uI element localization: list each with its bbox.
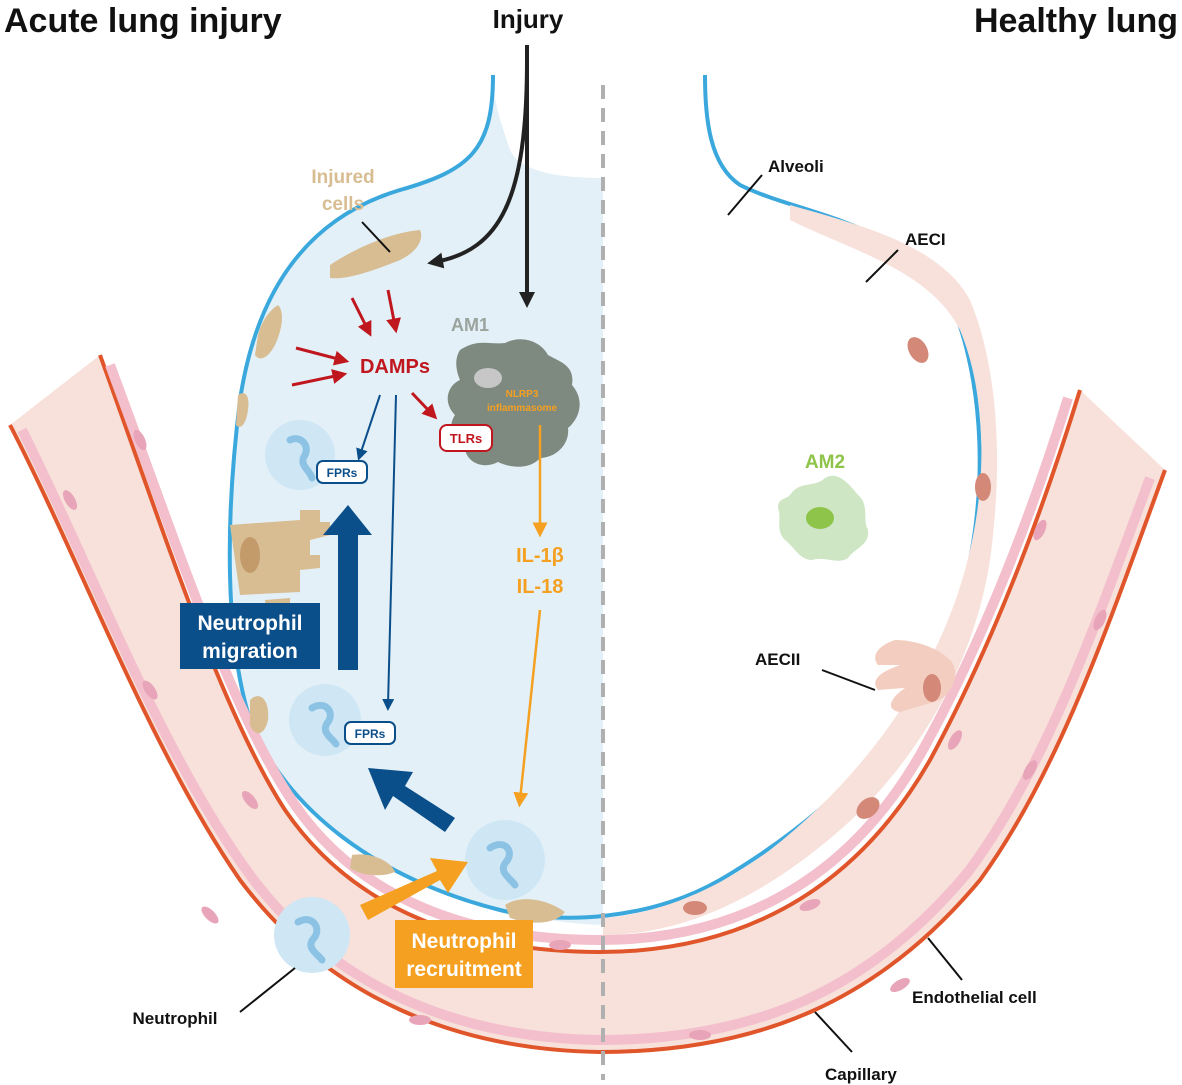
damps-arrows [291, 289, 438, 420]
title-healthy-lung: Healthy lung [974, 2, 1178, 40]
tlrs-label: TLRs [450, 431, 483, 446]
nlrp3-label-line2: inflammasome [487, 403, 557, 414]
neutrophil-recruitment-label-line2: recruitment [406, 958, 522, 981]
injured-cells-label-line1: Injured [311, 167, 374, 188]
il18-label: IL-18 [517, 576, 564, 598]
capillary-label: Capillary [825, 1065, 897, 1084]
neutrophil-recruitment-label-line1: Neutrophil [412, 930, 517, 953]
am1-label: AM1 [451, 315, 489, 335]
nlrp3-label-line1: NLRP3 [506, 389, 539, 400]
fprs-upper-label: FPRs [327, 466, 358, 480]
il1b-label: IL-1β [516, 545, 564, 567]
injured-cells-label-line2: cells [322, 194, 364, 215]
alveoli-label: Alveoli [768, 157, 824, 176]
aecii-label: AECII [755, 650, 800, 669]
neutrophil-alveolar-lower [289, 684, 361, 756]
neutrophil-label: Neutrophil [133, 1009, 218, 1028]
neutrophil-migration-box: Neutrophil migration [180, 603, 320, 669]
neutrophil-capillary [274, 897, 350, 973]
injury-arrows [427, 45, 535, 308]
title-acute-lung-injury: Acute lung injury [4, 2, 282, 40]
fprs-arrows [356, 394, 397, 711]
migration-arrows [323, 505, 455, 832]
tlrs-receptor: TLRs [439, 424, 493, 452]
neutrophil-recruitment-box: Neutrophil recruitment [395, 920, 533, 988]
aecii-cell [875, 640, 956, 712]
injury-label: Injury [493, 4, 564, 34]
fprs-lower-label: FPRs [355, 727, 386, 741]
damps-label: DAMPs [360, 356, 430, 378]
recruitment-arrow [360, 858, 468, 920]
cytokine-arrows [513, 425, 548, 808]
aeci-label: AECI [905, 230, 946, 249]
aecii-injured [230, 510, 330, 595]
neutrophil-recruited [465, 820, 545, 900]
am2-macrophage [778, 475, 869, 561]
neutrophil-migration-label-line2: migration [202, 640, 298, 663]
neutrophil-migration-label-line1: Neutrophil [198, 612, 303, 635]
am2-label: AM2 [805, 452, 845, 473]
endothelial-cell-label: Endothelial cell [912, 988, 1037, 1007]
fprs-receptor-lower: FPRs [344, 721, 396, 745]
fprs-receptor-upper: FPRs [316, 460, 368, 484]
leader-lines [239, 174, 963, 1053]
